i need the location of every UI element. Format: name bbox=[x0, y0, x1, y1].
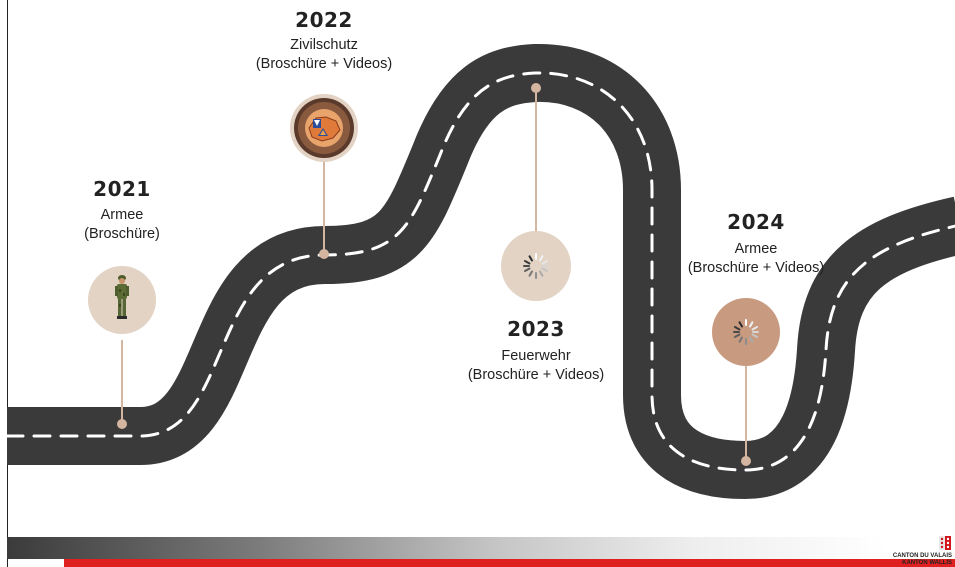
milestone-title: Armee bbox=[734, 241, 778, 257]
pin-dot bbox=[117, 419, 127, 429]
loading-spinner-icon bbox=[733, 319, 759, 345]
road-center-line bbox=[5, 71, 955, 472]
milestone-title: Armee bbox=[100, 207, 144, 223]
milestone-2023-text: 2023 Feuerwehr (Broschüre + Videos) bbox=[452, 317, 620, 385]
milestone-2024-text: 2024 Armee (Broschüre + Videos) bbox=[674, 210, 838, 278]
milestone-2021-text: 2021 Armee (Broschüre) bbox=[62, 177, 182, 244]
milestone-year: 2024 bbox=[727, 210, 785, 234]
milestone-2024 bbox=[712, 298, 780, 466]
milestone-2022-text: 2022 Zivilschutz (Broschüre + Videos) bbox=[244, 8, 404, 74]
milestone-circle bbox=[712, 298, 780, 366]
milestone-year: 2023 bbox=[507, 317, 565, 341]
milestone-year: 2022 bbox=[295, 8, 353, 32]
civil-protection-badge-icon bbox=[294, 98, 354, 158]
milestone-title: Feuerwehr bbox=[501, 348, 571, 364]
milestone-2021 bbox=[88, 266, 156, 429]
milestone-2023 bbox=[501, 83, 571, 301]
milestone-year: 2021 bbox=[93, 177, 151, 201]
slide-frame bbox=[7, 0, 955, 567]
valais-coat-of-arms-icon bbox=[939, 536, 951, 550]
footer-gradient-bar bbox=[7, 537, 887, 559]
footer-red-bar bbox=[64, 559, 955, 567]
logo-line-fr: CANTON DU VALAIS bbox=[892, 553, 952, 559]
milestone-title: Zivilschutz bbox=[290, 37, 358, 53]
logo-text: CANTON DU VALAIS KANTON WALLIS bbox=[893, 553, 952, 567]
pin-dot bbox=[319, 249, 329, 259]
milestone-subtitle: (Broschüre + Videos) bbox=[687, 259, 825, 276]
milestone-circle bbox=[501, 231, 571, 301]
milestone-circle bbox=[88, 266, 156, 334]
loading-spinner-icon bbox=[523, 253, 549, 279]
milestone-2022 bbox=[290, 94, 358, 259]
logo-line-de: KANTON WALLIS bbox=[902, 560, 952, 566]
soldier-icon bbox=[115, 275, 129, 319]
milestone-subtitle: (Broschüre) bbox=[84, 225, 160, 242]
pin-dot bbox=[741, 456, 751, 466]
pin-dot bbox=[531, 83, 541, 93]
milestone-subtitle: (Broschüre + Videos) bbox=[255, 55, 393, 72]
milestone-subtitle: (Broschüre + Videos) bbox=[467, 366, 605, 383]
